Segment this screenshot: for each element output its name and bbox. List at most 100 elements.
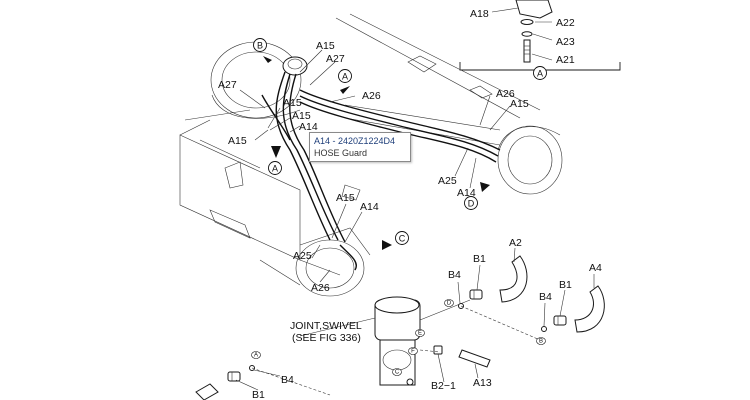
view-marker-letter: A [272,164,278,174]
mini-marker-mini-F: F [408,347,418,355]
swivel-top[interactable] [282,56,308,76]
callout-a26-right[interactable]: A26 [496,88,515,100]
fitting-b2-1[interactable] [406,345,443,386]
callout-b4-c[interactable]: B4 [281,374,294,386]
callout-b1-b[interactable]: B1 [559,279,572,291]
mini-marker-ellipse [392,368,402,376]
mini-marker-ellipse [408,347,418,355]
axle-housing-right [344,104,563,195]
view-marker-view-A-left[interactable]: A [268,161,282,175]
view-marker-circle [395,231,409,245]
view-marker-circle [268,161,282,175]
callout-a14-mid[interactable]: A14 [299,121,318,133]
callout-a21[interactable]: A21 [556,54,575,66]
note-line-1: JOINT,SWIVEL [290,320,362,332]
fitting-b1-a[interactable] [469,289,483,300]
view-marker-letter: A [342,72,348,82]
mini-marker-ellipse [251,351,261,359]
mini-marker-ellipse [444,299,454,307]
callout-a15-mid2[interactable]: A15 [292,110,311,122]
view-marker-view-C[interactable]: C [395,231,409,245]
callout-a14-right[interactable]: A14 [457,187,476,199]
mini-marker-mini-B: B [536,337,546,345]
view-marker-view-A-top[interactable]: A [338,69,352,83]
cylinder-lower [295,227,371,297]
callout-a14-low[interactable]: A14 [360,201,379,213]
callout-a15-mid1[interactable]: A15 [283,97,302,109]
callout-a27-left[interactable]: A27 [218,79,237,91]
fitting-b1-c[interactable] [227,371,241,382]
washer-a23[interactable] [521,31,533,37]
mini-marker-letter: C [395,369,400,375]
hose-bundle [261,71,501,271]
direction-arrows [263,56,490,250]
mini-markers: D B E F A C [251,299,546,376]
callout-b1-a[interactable]: B1 [473,253,486,265]
view-marker-circle [464,196,478,210]
callout-a13[interactable]: A13 [473,377,492,389]
callout-a25-right[interactable]: A25 [438,175,457,187]
hose-elbow-a2[interactable] [499,255,528,303]
callout-a22[interactable]: A22 [556,17,575,29]
callout-a26-top[interactable]: A26 [362,90,381,102]
mini-marker-mini-D: D [444,299,454,307]
chassis [179,13,541,286]
callout-b1-c[interactable]: B1 [252,389,265,400]
bolt-a21[interactable] [523,39,531,63]
view-marker-letter: B [257,41,263,51]
mini-marker-letter: B [539,338,543,344]
washer-a22[interactable] [520,19,534,25]
tooltip-title: A14 - 2420Z1224D4 [314,136,396,146]
hose-elbow-a4[interactable] [574,285,605,333]
fitting-b1-b[interactable] [553,315,567,326]
tube-a13[interactable] [458,349,491,368]
part-bottom-left[interactable] [195,383,219,400]
callout-a26-low[interactable]: A26 [311,282,330,294]
callout-a23[interactable]: A23 [556,36,575,48]
callout-b4-a[interactable]: B4 [448,269,461,281]
view-marker-view-A-inset[interactable]: A [533,66,547,80]
mini-marker-ellipse [536,337,546,345]
view-marker-view-B[interactable]: B [253,38,267,52]
mini-marker-mini-E: E [415,329,425,337]
view-marker-circle [338,69,352,83]
view-markers: A B A A C D [253,38,547,245]
callout-a15-left[interactable]: A15 [228,135,247,147]
arrow-d-icon [480,182,490,192]
arrow-b-icon [263,56,272,63]
callout-a25-low[interactable]: A25 [293,250,312,262]
inset-view-a [459,0,621,71]
view-marker-letter: A [537,69,543,79]
callout-a15-right[interactable]: A15 [510,98,529,110]
swivel-joint [299,296,471,386]
mini-marker-mini-C: C [392,368,402,376]
callout-a4[interactable]: A4 [589,262,602,274]
mini-marker-mini-A: A [251,351,261,359]
callout-a15-top[interactable]: A15 [316,40,335,52]
callout-labels: A18A22A23A21A15A27A27A26A15A15A14A15A26A… [218,8,602,400]
view-marker-circle [253,38,267,52]
mini-marker-letter: D [447,300,452,306]
axle-housing-left [210,41,308,119]
tooltip-description: HOSE Guard [314,148,368,158]
callout-b2-1[interactable]: B2−1 [431,380,456,392]
mini-marker-letter: A [254,352,258,358]
arrow-c-icon [382,240,392,250]
view-marker-view-D[interactable]: D [464,196,478,210]
callout-a2[interactable]: A2 [509,237,522,249]
callout-a15-low[interactable]: A15 [336,192,355,204]
view-marker-letter: C [399,234,406,244]
callout-a27-top[interactable]: A27 [326,53,345,65]
view-marker-circle [533,66,547,80]
arrow-a-icon [340,86,350,94]
mini-marker-letter: E [418,330,422,336]
leader-lines [235,49,595,391]
arrow-up-icon [271,146,281,158]
bracket-a18[interactable] [515,0,553,19]
mini-marker-letter: F [411,348,415,354]
callout-a18[interactable]: A18 [470,8,489,20]
callout-b4-b[interactable]: B4 [539,291,552,303]
oring-b4-b[interactable] [541,326,547,332]
